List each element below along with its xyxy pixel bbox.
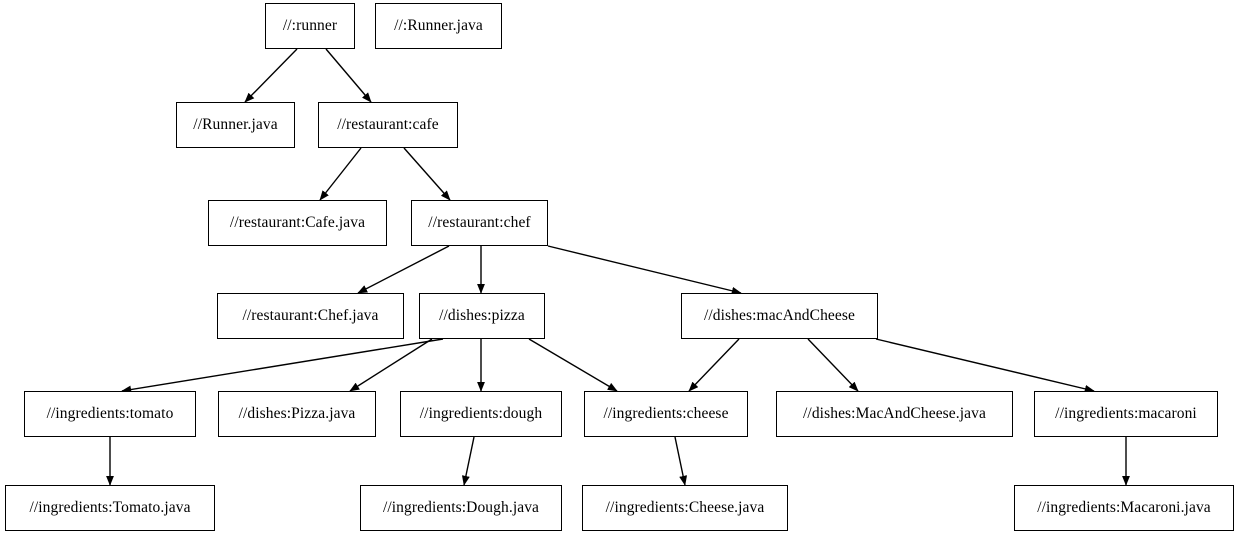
- graph-node-label: //Runner.java: [193, 116, 278, 134]
- graph-node-restaurant_chef[interactable]: //restaurant:chef: [411, 200, 548, 246]
- graph-node-cheese_java[interactable]: //ingredients:Cheese.java: [582, 485, 788, 531]
- graph-node-label: //ingredients:macaroni: [1055, 405, 1197, 423]
- graph-node-label: //restaurant:chef: [428, 214, 531, 232]
- graph-node-label: //restaurant:Chef.java: [242, 307, 379, 325]
- graph-node-macaroni_java[interactable]: //ingredients:Macaroni.java: [1014, 485, 1234, 531]
- graph-node-label: //ingredients:Cheese.java: [605, 499, 765, 517]
- graph-node-runner_java[interactable]: //Runner.java: [176, 102, 295, 148]
- graph-node-runner_java_root[interactable]: //:Runner.java: [375, 3, 502, 49]
- graph-node-label: //:runner: [282, 17, 338, 35]
- graph-node-label: //restaurant:Cafe.java: [229, 214, 366, 232]
- graph-node-label: //:Runner.java: [394, 17, 483, 35]
- graph-node-label: //dishes:MacAndCheese.java: [803, 405, 986, 423]
- graph-node-dishes_pizza[interactable]: //dishes:pizza: [419, 293, 545, 339]
- graph-node-label: //dishes:Pizza.java: [238, 405, 356, 423]
- graph-node-ing_cheese[interactable]: //ingredients:cheese: [584, 391, 748, 437]
- graph-node-ing_dough[interactable]: //ingredients:dough: [400, 391, 562, 437]
- graph-node-label: //restaurant:cafe: [337, 116, 439, 134]
- graph-node-ing_tomato[interactable]: //ingredients:tomato: [24, 391, 196, 437]
- graph-node-restaurant_cafe[interactable]: //restaurant:cafe: [318, 102, 458, 148]
- graph-node-runner[interactable]: //:runner: [265, 3, 355, 49]
- graph-node-ing_macaroni[interactable]: //ingredients:macaroni: [1034, 391, 1218, 437]
- graph-node-label: //ingredients:cheese: [603, 405, 729, 423]
- graph-node-label: //ingredients:dough: [419, 405, 543, 423]
- graph-node-tomato_java[interactable]: //ingredients:Tomato.java: [5, 485, 215, 531]
- graph-node-pizza_java[interactable]: //dishes:Pizza.java: [218, 391, 376, 437]
- graph-node-label: //ingredients:Tomato.java: [29, 499, 191, 517]
- graph-node-label: //ingredients:tomato: [46, 405, 174, 423]
- graph-node-chef_java[interactable]: //restaurant:Chef.java: [217, 293, 404, 339]
- graph-node-mac_java[interactable]: //dishes:MacAndCheese.java: [776, 391, 1013, 437]
- graph-node-dough_java[interactable]: //ingredients:Dough.java: [360, 485, 562, 531]
- graph-node-dishes_mac[interactable]: //dishes:macAndCheese: [681, 293, 878, 339]
- graph-node-label: //ingredients:Macaroni.java: [1037, 499, 1211, 517]
- graph-node-label: //ingredients:Dough.java: [382, 499, 540, 517]
- graph-node-cafe_java[interactable]: //restaurant:Cafe.java: [208, 200, 387, 246]
- graph-node-label: //dishes:macAndCheese: [703, 307, 856, 325]
- graph-node-label: //dishes:pizza: [439, 307, 525, 325]
